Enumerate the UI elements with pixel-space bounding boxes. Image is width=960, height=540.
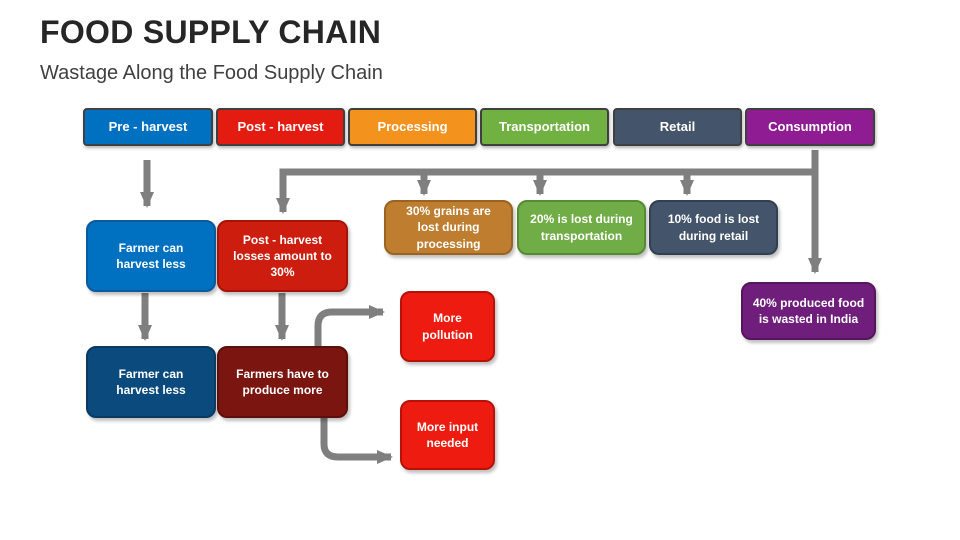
node-more-input: More input needed — [400, 400, 495, 470]
stage-label: Transportation — [498, 119, 590, 135]
stage-label: Post - harvest — [237, 119, 324, 135]
node-transport-loss: 20% is lost during transportation — [517, 200, 646, 255]
node-text: 10% food is lost during retail — [667, 212, 760, 243]
stage-consumption: Consumption — [745, 108, 875, 146]
node-text: More pollution — [422, 311, 473, 342]
page-title: FOOD SUPPLY CHAIN — [40, 14, 382, 50]
stage-label: Consumption — [768, 119, 852, 135]
node-processing-loss: 30% grains are lost during processing — [384, 200, 513, 255]
page-subtitle: Wastage Along the Food Supply Chain — [40, 62, 383, 84]
stage-pre-harvest: Pre - harvest — [83, 108, 213, 146]
node-farmer-harvest-less-2: Farmer can harvest less — [86, 346, 216, 418]
stage-label: Retail — [659, 119, 696, 135]
node-consumption-loss: 40% produced food is wasted in India — [741, 282, 876, 340]
node-text: 20% is lost during transportation — [530, 212, 633, 243]
arrow-bracket-main — [276, 150, 819, 214]
node-text: Post - harvest losses amount to 30% — [233, 232, 332, 280]
stage-retail: Retail — [613, 108, 742, 146]
node-produce-more: Farmers have to produce more — [217, 346, 348, 418]
node-text: Farmer can harvest less — [116, 366, 186, 397]
stage-transportation: Transportation — [480, 108, 609, 146]
node-farmer-harvest-less-1: Farmer can harvest less — [86, 220, 216, 292]
node-text: More input needed — [416, 419, 479, 450]
stage-label: Processing — [377, 119, 448, 135]
node-text: 30% grains are lost during processing — [406, 204, 491, 251]
node-more-pollution: More pollution — [400, 291, 495, 362]
arrow-to-pollution — [314, 305, 385, 348]
stage-processing: Processing — [348, 108, 477, 146]
stage-post-harvest: Post - harvest — [216, 108, 345, 146]
arrow-to-input — [320, 418, 393, 464]
node-retail-loss: 10% food is lost during retail — [649, 200, 778, 255]
stage-label: Pre - harvest — [108, 119, 188, 135]
node-text: Farmer can harvest less — [116, 240, 186, 271]
node-text: Farmers have to produce more — [236, 366, 329, 397]
node-text: 40% produced food is wasted in India — [752, 295, 865, 326]
node-post-harvest-losses: Post - harvest losses amount to 30% — [217, 220, 348, 292]
